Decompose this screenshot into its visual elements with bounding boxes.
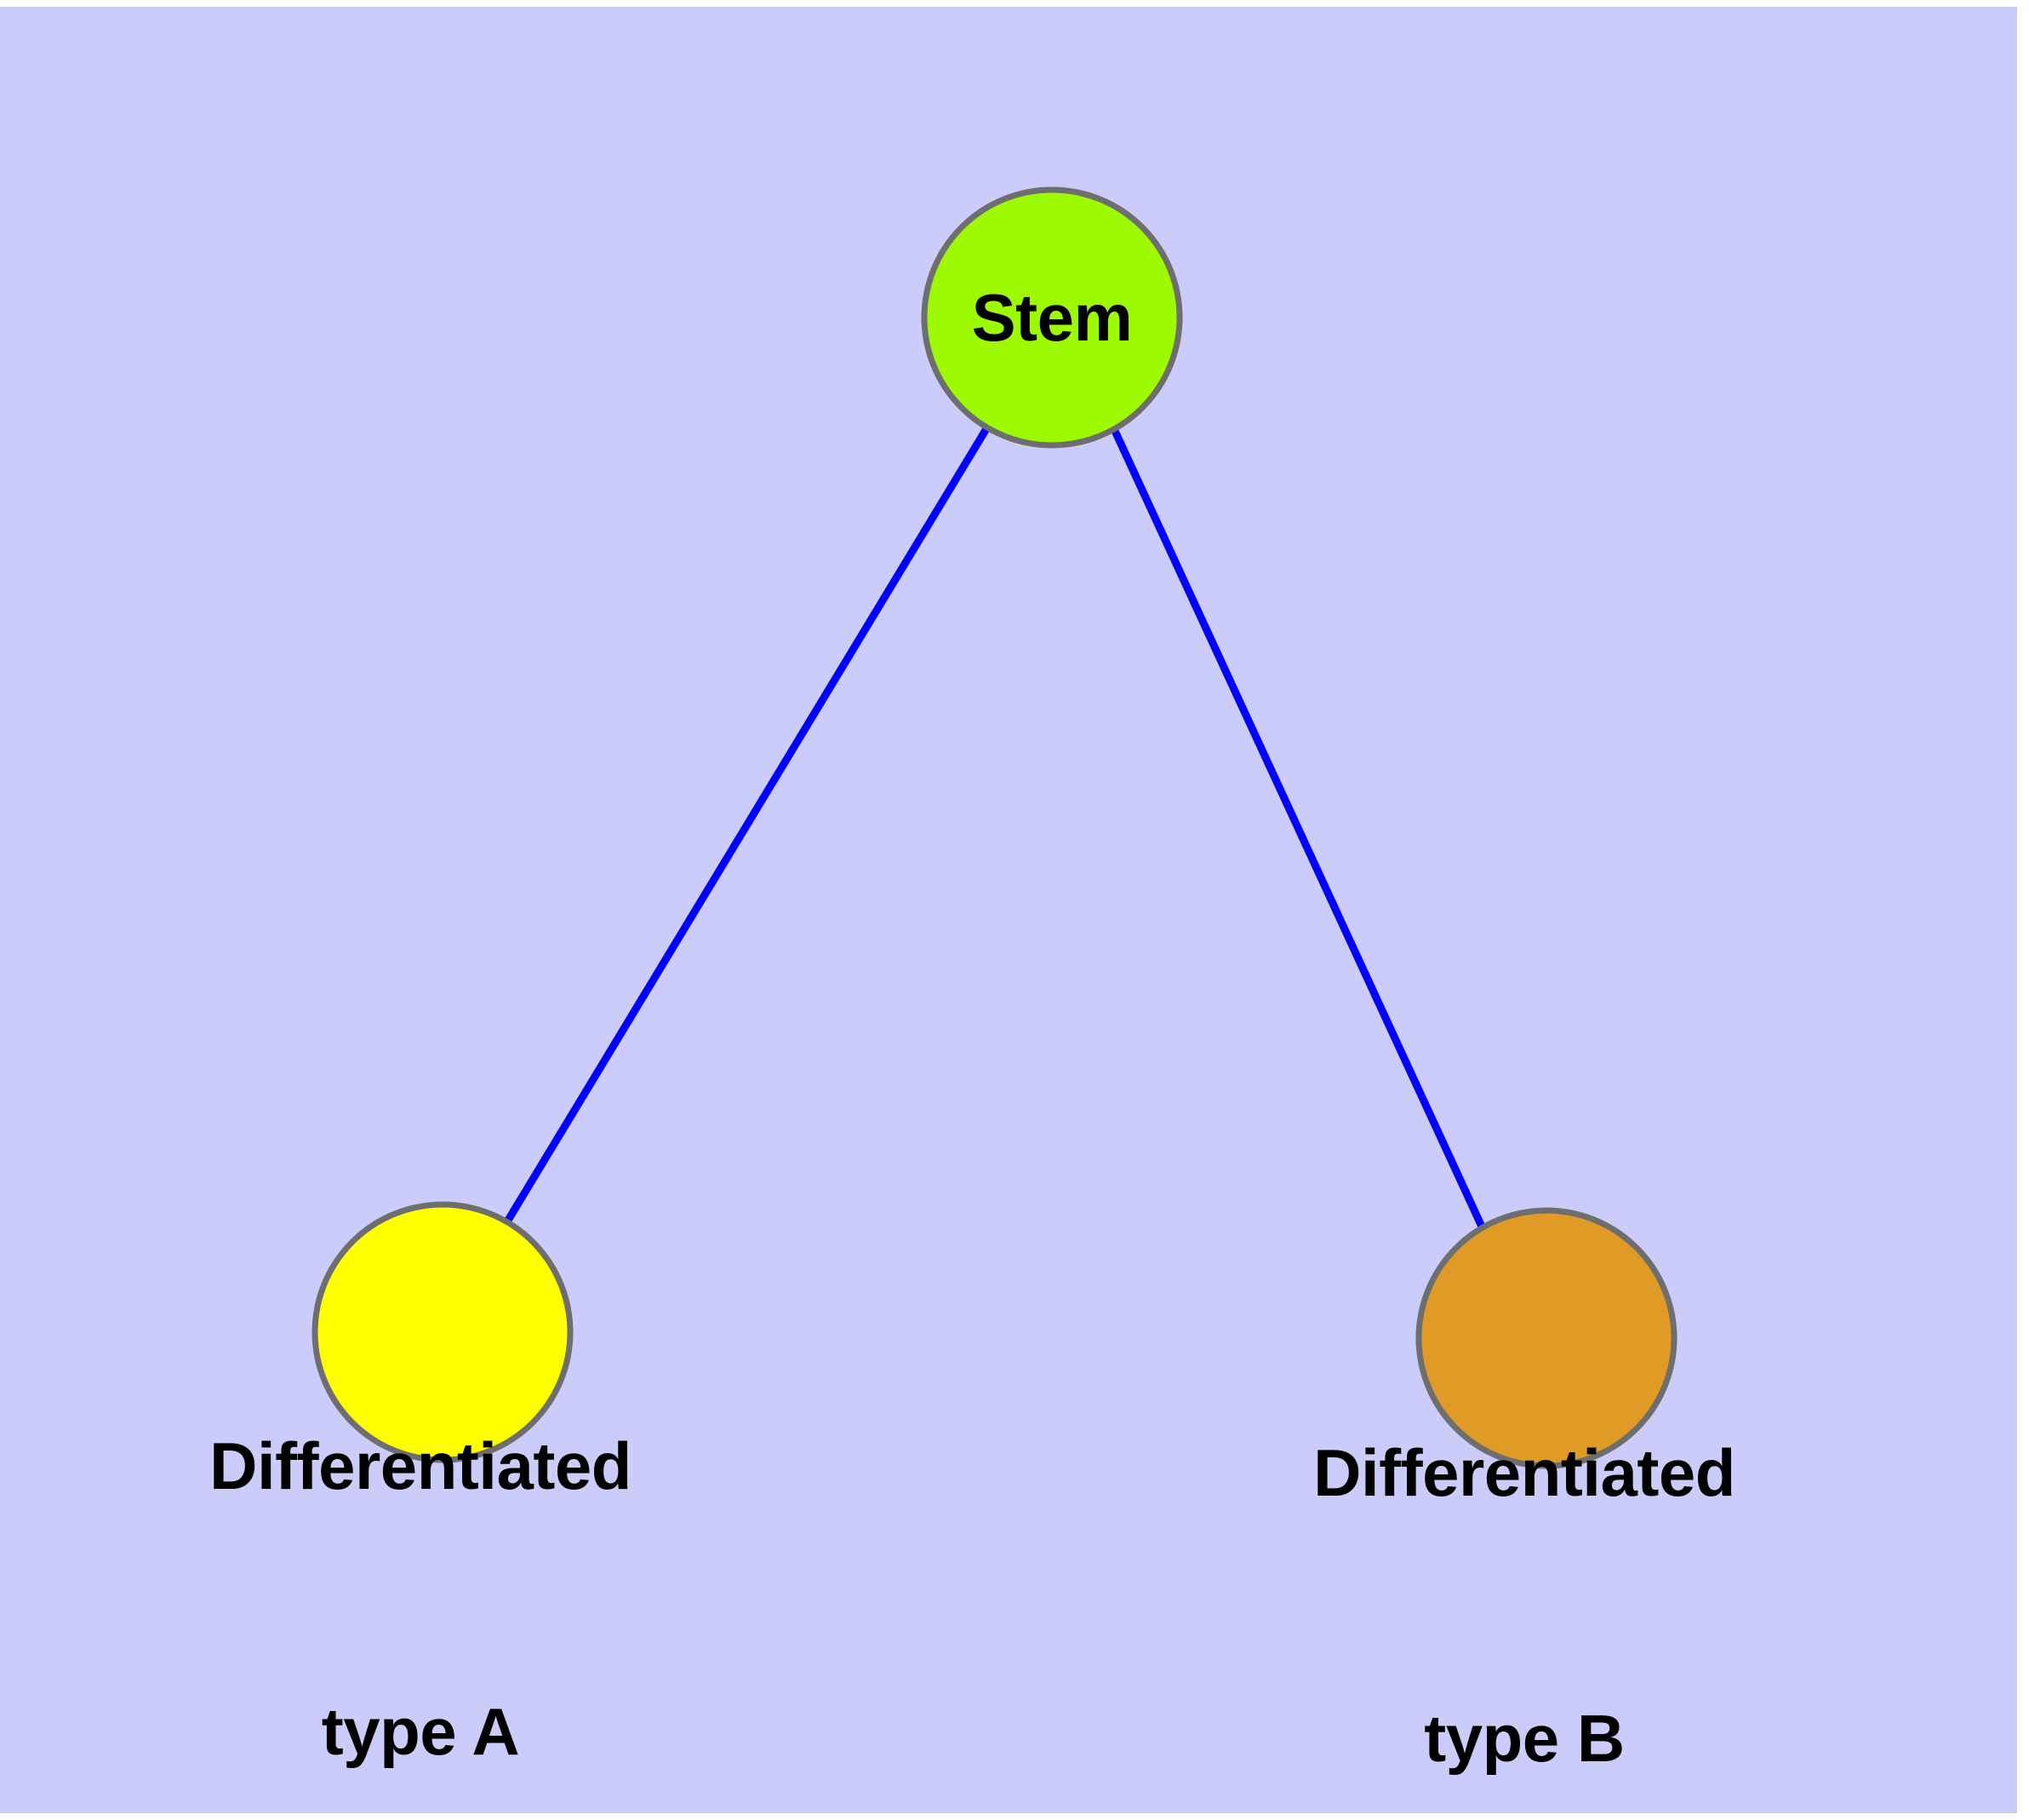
- node-differentiated-type-b[interactable]: [1415, 1207, 1677, 1469]
- node-layer: [311, 186, 1677, 1469]
- node-stem[interactable]: [921, 186, 1183, 449]
- edge-layer: [504, 425, 1487, 1230]
- edge-stem-to-differentiated-type-a[interactable]: [504, 425, 991, 1224]
- node-differentiated-type-a[interactable]: [311, 1201, 574, 1463]
- edge-stem-to-differentiated-type-b[interactable]: [1110, 427, 1487, 1230]
